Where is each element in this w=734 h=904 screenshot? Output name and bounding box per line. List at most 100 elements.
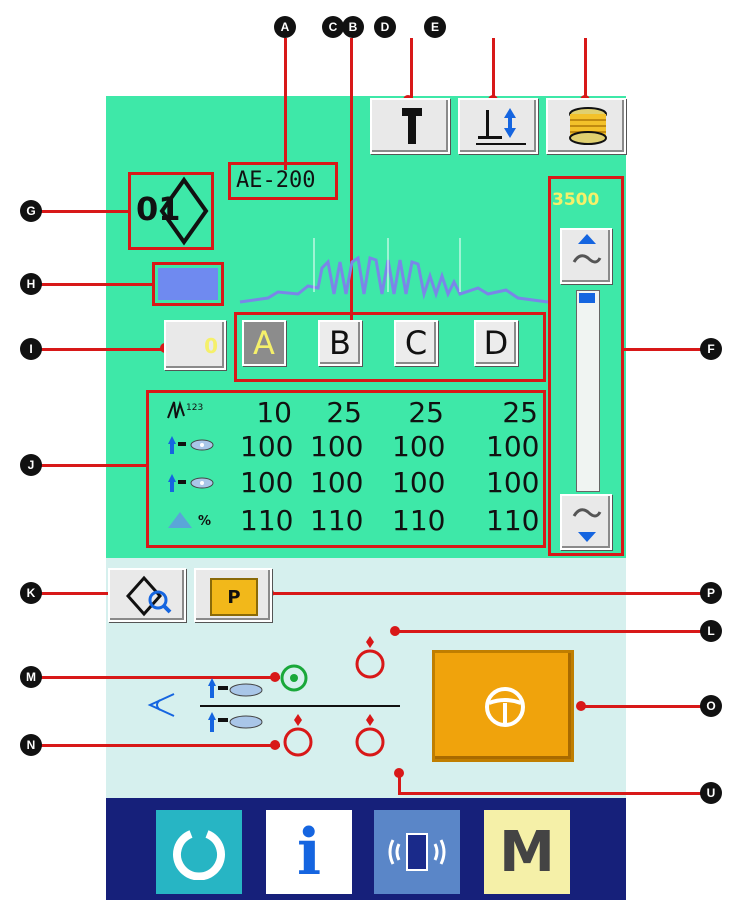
eye-icon — [146, 690, 176, 725]
needle-thread-off-button[interactable] — [352, 634, 388, 680]
red-circle-icon — [355, 714, 385, 757]
needle-tension-b: 100 — [310, 430, 364, 463]
thread-tension-icon — [200, 676, 400, 741]
scale-c: 110 — [392, 504, 446, 537]
callout-marker-d: D — [374, 16, 396, 38]
thread-clamp-icon — [400, 106, 424, 151]
callout-marker-c: C — [322, 16, 344, 38]
tab-a[interactable]: A — [242, 320, 286, 366]
callout-marker-p: P — [700, 582, 722, 604]
callout-marker-n: N — [20, 734, 42, 756]
bobbin-thread-off-button-right[interactable] — [352, 712, 388, 758]
callout-marker-o: O — [700, 695, 722, 717]
parameter-folder-button[interactable]: P — [194, 568, 272, 622]
stitch-count-d: 25 — [502, 396, 538, 429]
callout-dot-u — [394, 768, 404, 778]
callout-marker-g: G — [20, 200, 42, 222]
tab-b[interactable]: B — [318, 320, 362, 366]
reset-tile[interactable] — [156, 810, 242, 894]
sewing-start-button[interactable] — [432, 650, 574, 762]
pattern-search-button[interactable] — [108, 568, 186, 622]
callout-line-a — [284, 38, 287, 170]
communication-tile[interactable] — [374, 810, 460, 894]
presser-up-down-icon — [474, 106, 528, 153]
pattern-number-button[interactable]: 01 — [134, 176, 210, 246]
scale-percent-icon: % — [166, 508, 211, 535]
speed-value: 3500 — [552, 190, 600, 210]
scale-d: 110 — [486, 504, 540, 537]
speed-slider-track[interactable] — [576, 290, 600, 492]
callout-line-n — [30, 744, 280, 747]
model-name-frame — [228, 162, 338, 200]
mode-tile[interactable]: M — [484, 810, 570, 894]
callout-line-d — [410, 38, 413, 98]
information-tile[interactable]: i — [266, 810, 352, 894]
model-name: AE-200 — [236, 168, 316, 193]
callout-line-e2 — [584, 38, 587, 98]
speed-up-icon — [570, 232, 604, 285]
callout-line-l — [392, 630, 702, 633]
callout-line-u — [398, 792, 702, 795]
svg-text:123: 123 — [186, 403, 203, 413]
callout-line-h — [30, 283, 154, 286]
bobbin-tension-d: 100 — [486, 466, 540, 499]
scale-b: 110 — [310, 504, 364, 537]
callout-marker-j: J — [20, 454, 42, 476]
bobbin-winder-button[interactable] — [546, 98, 626, 154]
communication-icon — [388, 833, 446, 871]
needle-thread-tension-icon — [166, 434, 214, 461]
green-circle-icon — [280, 664, 308, 692]
bobbin-tension-c: 100 — [392, 466, 446, 499]
callout-marker-l: L — [700, 620, 722, 642]
pattern-shape-frame — [152, 262, 224, 306]
thread-clamp-button[interactable] — [370, 98, 450, 154]
tab-c[interactable]: C — [394, 320, 438, 366]
pattern-number: 01 — [136, 190, 181, 228]
callout-marker-u: U — [700, 782, 722, 804]
stitch-count-c: 25 — [408, 396, 444, 429]
mode-label: M — [499, 819, 555, 885]
folder-label: P — [227, 586, 241, 608]
callout-line-e — [492, 38, 495, 98]
counter-button[interactable]: 0 — [164, 320, 226, 370]
callout-line-k — [30, 592, 120, 595]
bobbin-thread-tension-icon — [166, 472, 214, 499]
pattern-number-frame — [128, 172, 214, 250]
callout-marker-k: K — [20, 582, 42, 604]
callout-dot-l — [390, 626, 400, 636]
callout-dot-m — [270, 672, 280, 682]
speed-down-button[interactable] — [560, 494, 612, 550]
callout-line-p — [268, 592, 702, 595]
tab-d[interactable]: D — [474, 320, 518, 366]
pattern-shape-thumbnail — [158, 268, 218, 300]
stitch-count-a: 10 — [256, 396, 292, 429]
bobbin-icon — [566, 106, 610, 153]
callout-line-g — [30, 210, 130, 213]
scale-a: 110 — [240, 504, 294, 537]
callout-marker-f: F — [700, 338, 722, 360]
callout-line-c — [350, 38, 353, 338]
scale-percent-unit: % — [198, 514, 212, 529]
callout-marker-b: B — [342, 16, 364, 38]
stitch-count-icon: 123 — [166, 398, 206, 425]
callout-marker-m: M — [20, 666, 42, 688]
speed-slider-thumb[interactable] — [579, 293, 595, 303]
bobbin-thread-off-button-left[interactable] — [280, 712, 316, 758]
presser-lift-button[interactable] — [458, 98, 538, 154]
info-icon: i — [296, 814, 322, 890]
callout-marker-i: I — [20, 338, 42, 360]
callout-line-m — [30, 676, 280, 679]
needle-tension-a: 100 — [240, 430, 294, 463]
callout-line-f — [622, 348, 702, 351]
speed-control-frame — [548, 176, 624, 556]
needle-tension-c: 100 — [392, 430, 446, 463]
speed-up-button[interactable] — [560, 228, 612, 284]
stitch-waveform — [238, 232, 550, 313]
red-circle-icon — [355, 636, 385, 679]
callout-line-o — [580, 705, 702, 708]
diamond-icon — [159, 176, 209, 246]
needle-thread-on-button[interactable] — [278, 662, 310, 694]
red-circle-icon — [283, 714, 313, 757]
needle-tension-d: 100 — [486, 430, 540, 463]
steering-wheel-icon — [481, 683, 529, 736]
